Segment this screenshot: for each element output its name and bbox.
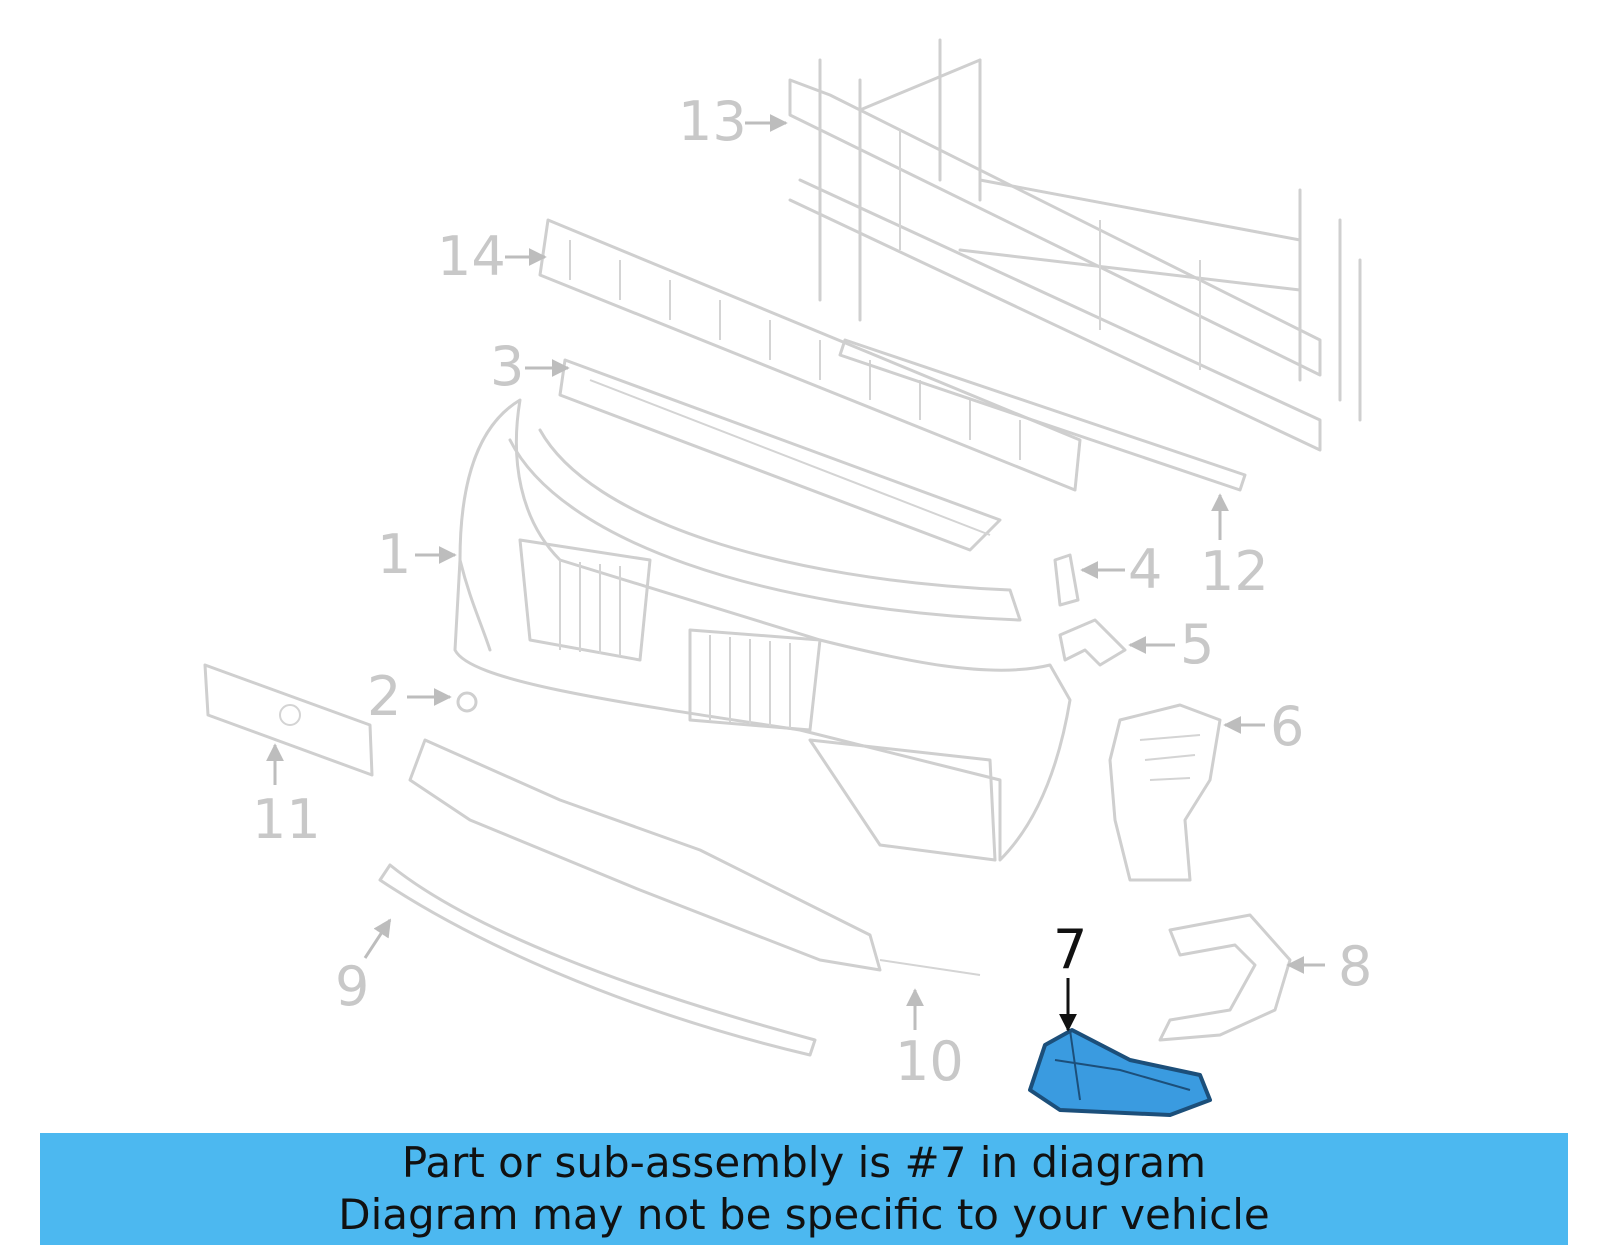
part-8-bezel — [1158, 913, 1292, 1042]
callout-1: 1 — [377, 523, 411, 586]
info-banner: Part or sub-assembly is #7 in diagram Di… — [40, 1133, 1568, 1245]
callout-13: 13 — [678, 90, 747, 153]
callout-9: 9 — [335, 955, 369, 1018]
callout-2: 2 — [367, 665, 401, 728]
part-4-clip — [1053, 553, 1080, 607]
callout-4: 4 — [1128, 538, 1162, 601]
callout-3: 3 — [490, 335, 524, 398]
part-12-support — [838, 338, 1247, 492]
part-1-bumper-cover — [453, 398, 1072, 862]
callout-7: 7 — [1053, 918, 1087, 981]
part-9-lower-strip — [378, 863, 817, 1057]
callout-14: 14 — [437, 225, 506, 288]
callout-5: 5 — [1180, 613, 1214, 676]
callout-6: 6 — [1270, 695, 1304, 758]
callout-11: 11 — [252, 788, 321, 851]
callout-12: 12 — [1200, 540, 1269, 603]
banner-line-part: Part or sub-assembly is #7 in diagram — [401, 1138, 1207, 1187]
callout-8: 8 — [1338, 935, 1372, 998]
callout-labels: 13 14 3 1 4 12 5 2 6 11 8 9 10 7 — [252, 90, 1372, 1093]
part-7-highlighted-bezel — [1028, 1028, 1212, 1117]
part-13-reinforcement — [788, 38, 1362, 452]
leader-lines — [266, 114, 1325, 1032]
part-11-plate-bracket — [203, 663, 374, 777]
part-6-side-bracket — [1108, 703, 1222, 882]
part-10-lower-bracket — [408, 738, 981, 976]
part-5-bracket — [1058, 618, 1127, 667]
part-3-grille — [558, 358, 1002, 552]
banner-line-disclaimer: Diagram may not be specific to your vehi… — [338, 1190, 1270, 1239]
callout-10: 10 — [895, 1030, 964, 1093]
part-2-fastener — [456, 691, 478, 713]
